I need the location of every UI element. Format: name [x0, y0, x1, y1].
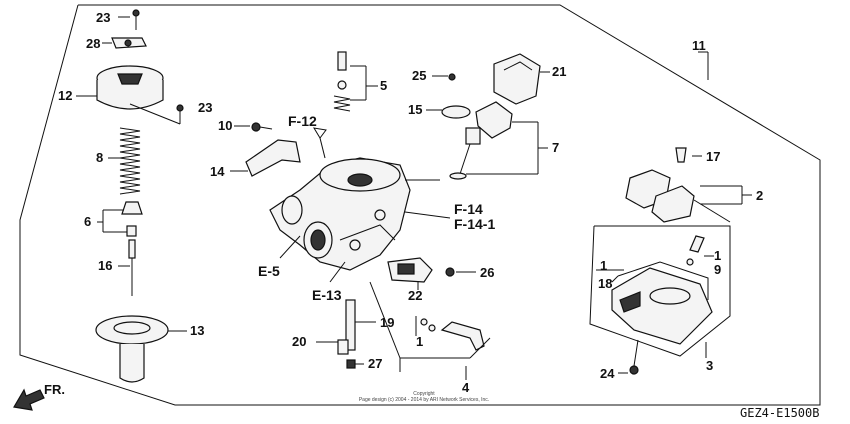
callout-10: 10 — [218, 118, 232, 133]
jet-27 — [346, 359, 356, 369]
top-cap-12 — [96, 65, 164, 110]
diagram-code: GEZ4-E1500B — [740, 406, 819, 420]
callout-11: 11 — [692, 38, 706, 53]
gasket-18 — [617, 261, 709, 300]
callout-19: 19 — [380, 315, 394, 330]
ref-f-14[interactable]: F-14 — [454, 201, 483, 217]
callout-1-left: 1 — [600, 258, 607, 273]
callout-26: 26 — [480, 265, 494, 280]
callout-12: 12 — [58, 88, 72, 103]
copyright-line-1: Copyright — [413, 391, 435, 397]
callout-8: 8 — [96, 150, 103, 165]
callout-5: 5 — [380, 78, 387, 93]
assembly-boundary — [19, 4, 821, 406]
callout-7: 7 — [552, 140, 559, 155]
callout-27: 27 — [368, 356, 382, 371]
carburetor-body — [269, 157, 411, 271]
callout-13: 13 — [190, 323, 204, 338]
ref-e-13[interactable]: E-13 — [312, 287, 342, 303]
ref-e-5[interactable]: E-5 — [258, 263, 280, 279]
callout-23-top: 23 — [96, 10, 110, 25]
starter-valve-7 — [449, 101, 513, 180]
needle-valve-17 — [675, 147, 687, 163]
needle-holder-6 — [121, 201, 143, 237]
ref-f-14-1[interactable]: F-14-1 — [454, 216, 495, 232]
copyright-line-2: Page design (c) 2004 - 2014 by ARI Netwo… — [359, 397, 489, 403]
callout-16: 16 — [98, 258, 112, 273]
screw-23-top — [132, 9, 140, 30]
jet-needle-16 — [128, 239, 136, 296]
callout-6: 6 — [84, 214, 91, 229]
front-arrow-icon — [13, 388, 45, 411]
callout-23-side: 23 — [198, 100, 212, 115]
callout-3: 3 — [706, 358, 713, 373]
callout-17: 17 — [706, 149, 720, 164]
callout-28: 28 — [86, 36, 100, 51]
front-label: FR. — [44, 382, 65, 397]
screw-26 — [445, 267, 455, 277]
callout-25: 25 — [412, 68, 426, 83]
callout-2: 2 — [756, 188, 763, 203]
diaphragm-13 — [95, 315, 169, 383]
callout-21: 21 — [552, 64, 566, 79]
jet-19 — [345, 299, 356, 351]
callout-14: 14 — [210, 164, 225, 179]
screw-1-right — [686, 235, 705, 266]
callout-18: 18 — [598, 276, 612, 291]
bracket-14 — [245, 139, 301, 177]
screw-kit-4 — [420, 318, 485, 351]
callout-4: 4 — [462, 380, 470, 395]
screw-23-side — [176, 104, 184, 112]
screw-25 — [448, 73, 456, 81]
callout-15: 15 — [408, 102, 422, 117]
screw-10 — [251, 122, 273, 132]
callout-20: 20 — [292, 334, 306, 349]
float-chamber — [611, 267, 713, 345]
cap-21 — [493, 53, 541, 105]
screw-spring-5 — [333, 51, 351, 112]
gasket-22 — [387, 257, 433, 283]
callout-24: 24 — [600, 366, 615, 381]
spring-8 — [119, 127, 141, 195]
ref-f-12[interactable]: F-12 — [288, 113, 317, 129]
callout-1-right: 1 — [714, 248, 721, 263]
screw-24 — [629, 339, 639, 375]
float-2 — [625, 169, 731, 223]
callout-9: 9 — [714, 262, 721, 277]
jet-20 — [337, 339, 349, 355]
callout-22: 22 — [408, 288, 422, 303]
gasket-15 — [441, 105, 471, 119]
bracket-28 — [111, 37, 147, 49]
callout-1-center: 1 — [416, 334, 423, 349]
chamber-outline-3 — [589, 225, 731, 357]
